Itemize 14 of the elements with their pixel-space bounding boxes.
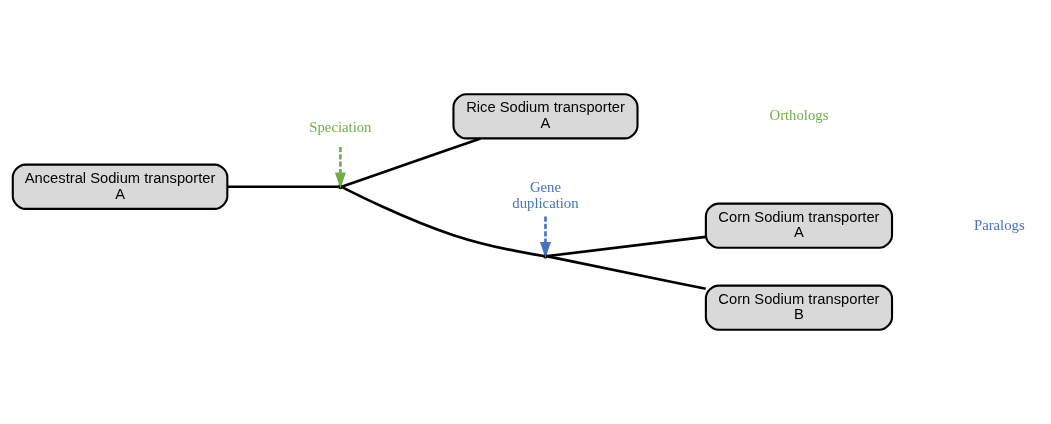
connector [547,235,706,258]
label: Paralogs [973,216,1025,233]
node-box: Ancestral Sodium transporter A [11,163,229,210]
node-point [337,184,343,190]
node-box: Corn Sodium transporter A [704,202,894,249]
connector [547,255,707,291]
connector [341,186,544,258]
node-text: Gene duplication [512,179,579,211]
connector [341,137,482,188]
node-box: Rice Sodium transporter A [452,93,639,140]
label: Orthologs [769,107,829,124]
node-text: Speciation [309,118,372,135]
node-box: Corn Sodium transporter B [704,284,894,331]
connector [227,185,339,189]
